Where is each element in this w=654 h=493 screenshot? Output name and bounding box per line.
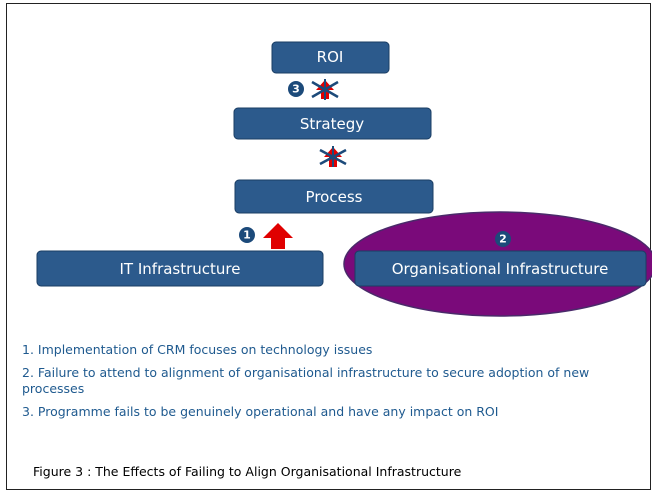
badge-1: 1 bbox=[239, 227, 255, 243]
svg-text:2: 2 bbox=[499, 233, 507, 246]
svg-text:1: 1 bbox=[243, 229, 251, 242]
organisational-infrastructure-label: Organisational Infrastructure bbox=[392, 260, 609, 278]
strategy-label: Strategy bbox=[300, 115, 364, 133]
svg-text:3: 3 bbox=[292, 83, 300, 96]
roi-node: ROI bbox=[271, 41, 390, 74]
figure-caption: Figure 3 : The Effects of Failing to Ali… bbox=[33, 464, 462, 479]
roi-label: ROI bbox=[317, 48, 344, 66]
diagram: ROI 3 Strategy Process bbox=[36, 41, 652, 317]
blocked-arrow-strategy-roi-icon bbox=[311, 79, 339, 100]
red-up-arrow-icon bbox=[263, 223, 293, 249]
it-infrastructure-node: IT Infrastructure bbox=[36, 250, 324, 287]
note-1: 1. Implementation of CRM focuses on tech… bbox=[22, 342, 373, 357]
strategy-node: Strategy bbox=[233, 107, 432, 140]
blocked-arrow-process-strategy-icon bbox=[319, 146, 347, 167]
it-infrastructure-label: IT Infrastructure bbox=[120, 260, 241, 278]
note-2: 2. Failure to attend to alignment of org… bbox=[22, 365, 590, 396]
badge-2: 2 bbox=[495, 231, 511, 247]
process-label: Process bbox=[306, 188, 363, 206]
figure-frame: ROI 3 Strategy Process bbox=[6, 3, 652, 490]
notes-list: 1. Implementation of CRM focuses on tech… bbox=[22, 342, 652, 427]
organisational-infrastructure-node: Organisational Infrastructure bbox=[343, 211, 652, 317]
process-node: Process bbox=[234, 179, 434, 214]
badge-3: 3 bbox=[288, 81, 304, 97]
note-3: 3. Programme fails to be genuinely opera… bbox=[22, 404, 499, 419]
